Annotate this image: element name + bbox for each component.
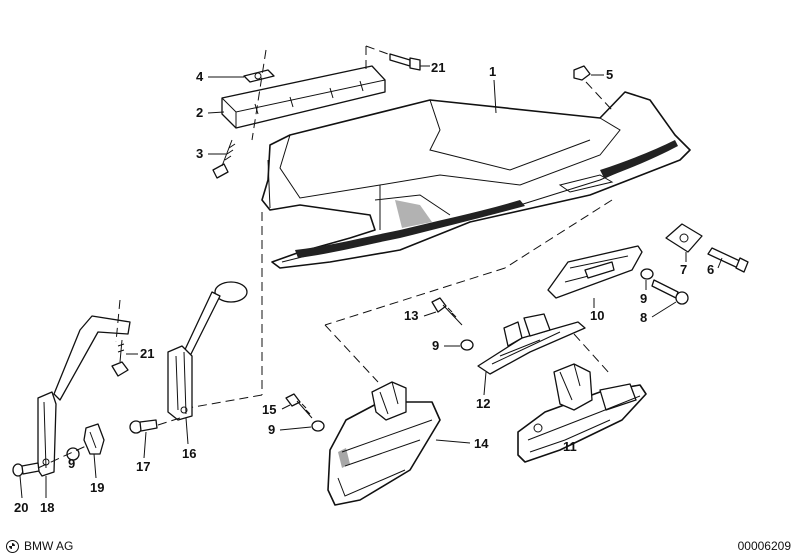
- washer-9-right: [640, 268, 654, 280]
- bracket-18: [37, 315, 131, 477]
- axis-4: [251, 49, 267, 141]
- brand-mark: BMW AG: [6, 539, 73, 553]
- dash-right-1: [504, 199, 613, 269]
- screw-6: [707, 247, 749, 273]
- callout-21-low: 21: [140, 346, 154, 361]
- handle-11: [517, 363, 647, 463]
- screw-3: [212, 139, 236, 179]
- rubber-stop-7: [665, 223, 703, 253]
- callout-7: 7: [680, 262, 687, 277]
- bumper-5: [573, 65, 591, 81]
- screw-13: [431, 297, 463, 326]
- bolt-20: [12, 462, 40, 477]
- pin-17: [129, 419, 158, 434]
- callout-4: 4: [196, 69, 204, 84]
- callout-8: 8: [640, 310, 647, 325]
- leader-16: [185, 417, 189, 445]
- callout-9-right: 9: [640, 291, 647, 306]
- striker-plate: [547, 245, 643, 299]
- glove-box-tray: [261, 91, 691, 269]
- callout-17: 17: [136, 459, 150, 474]
- callout-11: 11: [563, 439, 577, 454]
- dash-left-bottom: [187, 394, 263, 409]
- callout-9-low: 9: [268, 422, 275, 437]
- axis-12: [573, 333, 611, 375]
- leader-12: [483, 371, 487, 396]
- callout-5: 5: [606, 67, 613, 82]
- axis-21-top: [365, 45, 389, 55]
- clip-19: [83, 423, 105, 455]
- screw-15: [285, 393, 313, 419]
- screw-21-low: [111, 339, 129, 377]
- screw-8: [651, 279, 689, 305]
- callout-13: 13: [404, 308, 418, 323]
- callout-1: 1: [489, 64, 496, 79]
- callout-9-mid: 9: [432, 338, 439, 353]
- callout-20: 20: [14, 500, 28, 515]
- leader-13: [423, 311, 437, 317]
- callout-9-left: 9: [68, 456, 75, 471]
- brand-label: BMW AG: [24, 539, 74, 553]
- handle-14: [327, 381, 441, 506]
- dash-right-3: [324, 324, 379, 383]
- leader-9-low: [279, 426, 312, 431]
- dash-right-2: [324, 267, 506, 326]
- callout-3: 3: [196, 146, 203, 161]
- bmw-logo-icon: [6, 539, 19, 553]
- callout-19: 19: [90, 480, 104, 495]
- callout-15: 15: [262, 402, 276, 417]
- washer-9-low: [311, 420, 325, 432]
- axis-17: [157, 417, 181, 426]
- callout-16: 16: [182, 446, 196, 461]
- lock-bracket: [477, 313, 586, 375]
- axis-18-top: [115, 299, 121, 343]
- axis-5: [585, 81, 613, 111]
- leader-6: [717, 257, 723, 269]
- leader-2: [207, 111, 225, 114]
- document-number: 00006209: [737, 539, 791, 553]
- leader-14: [435, 439, 471, 444]
- callout-18: 18: [40, 500, 54, 515]
- screw-21-top: [389, 53, 421, 71]
- leader-8: [651, 301, 677, 318]
- leader-20: [19, 475, 23, 499]
- leader-15: [281, 404, 291, 410]
- callout-12: 12: [476, 396, 490, 411]
- leader-1: [493, 79, 497, 114]
- callout-6: 6: [707, 262, 714, 277]
- stay-16: [167, 281, 248, 421]
- callout-2: 2: [196, 105, 203, 120]
- leader-19: [93, 453, 97, 479]
- washer-9-mid: [460, 339, 474, 351]
- callout-14: 14: [474, 436, 489, 451]
- leader-17: [143, 431, 147, 459]
- callout-21-top: 21: [431, 60, 445, 75]
- callout-10: 10: [590, 308, 604, 323]
- axis-20: [37, 445, 87, 469]
- plate-nut: [243, 69, 275, 83]
